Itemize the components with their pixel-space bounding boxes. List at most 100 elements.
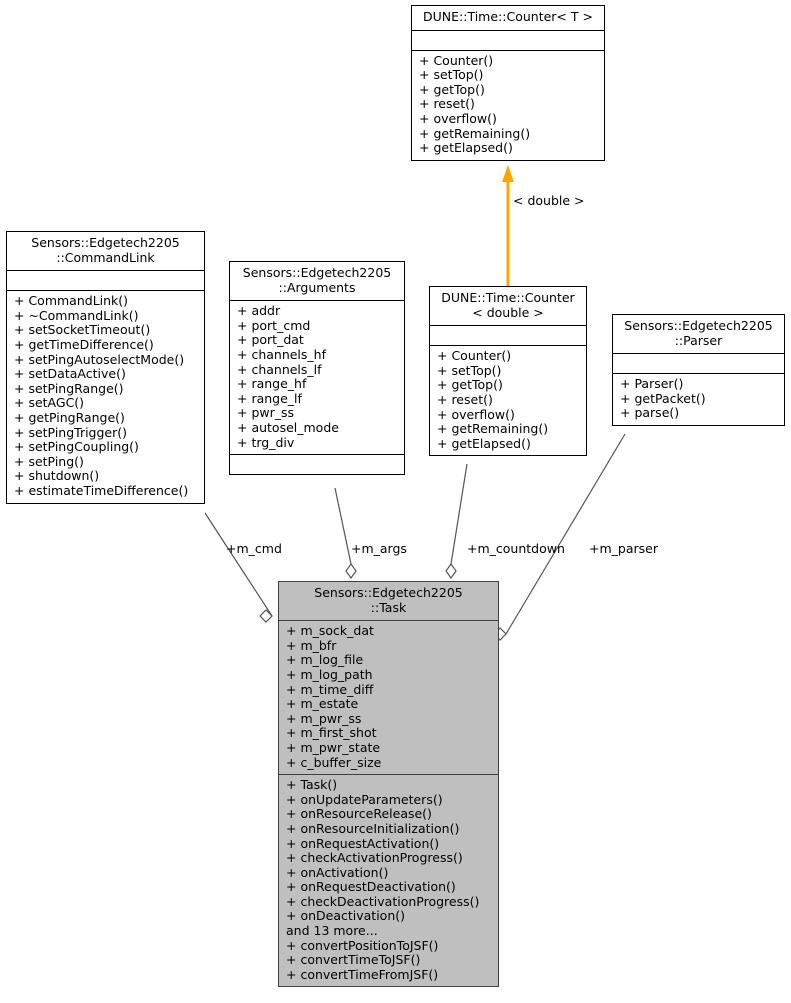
member: + addr — [237, 303, 281, 319]
class-box-task[interactable]: Sensors::Edgetech2205 ::Task + m_sock_da… — [278, 581, 499, 988]
member: + getTimeDifference() — [14, 336, 154, 352]
member: + Parser() — [620, 376, 684, 392]
member: + getElapsed() — [419, 140, 513, 156]
member: + trg_div — [237, 434, 295, 450]
edge-label-m-parser: +m_parser — [589, 541, 658, 556]
member: + checkDeactivationProgress() — [286, 893, 480, 909]
member: + getPingRange() — [14, 409, 125, 425]
member: + setPing() — [14, 453, 84, 469]
member: + range_hf — [237, 376, 307, 392]
edge-label-m-args: +m_args — [351, 541, 407, 556]
member: + m_first_shot — [286, 725, 377, 741]
inheritance-arrowhead — [502, 165, 514, 182]
member: + reset() — [437, 391, 493, 407]
member: + pwr_ss — [237, 405, 295, 421]
member: + getPacket() — [620, 390, 706, 406]
aggregation-diamond-m-cmd — [259, 609, 273, 623]
edge-m-parser — [505, 433, 626, 635]
class-operations-command-link: + CommandLink() + ~CommandLink() + setSo… — [7, 291, 204, 502]
member: + getRemaining() — [419, 125, 531, 141]
edge-m-countdown — [450, 463, 468, 565]
class-box-parser[interactable]: Sensors::Edgetech2205 ::Parser + Parser(… — [612, 314, 785, 426]
member: + m_log_file — [286, 652, 364, 668]
class-attributes-command-link — [7, 271, 204, 292]
member: + setSocketTimeout() — [14, 322, 151, 338]
class-title-counter-double: DUNE::Time::Counter < double > — [430, 287, 586, 327]
class-box-counter-t[interactable]: DUNE::Time::Counter< T > + Counter() + s… — [411, 5, 605, 161]
member: + getRemaining() — [437, 421, 549, 437]
edge-label-m-cmd: +m_cmd — [226, 541, 282, 556]
member: + setTop() — [419, 67, 484, 83]
member: + shutdown() — [14, 468, 100, 484]
member: + m_pwr_ss — [286, 710, 362, 726]
member: + setPingTrigger() — [14, 424, 128, 440]
member: + m_bfr — [286, 637, 337, 653]
member: + channels_hf — [237, 346, 326, 362]
member: + ~CommandLink() — [14, 307, 139, 323]
edge-label-m-countdown: +m_countdown — [467, 541, 565, 556]
class-title-parser: Sensors::Edgetech2205 ::Parser — [613, 315, 784, 355]
member: + overflow() — [419, 110, 497, 126]
member: + onActivation() — [286, 864, 389, 880]
member: + checkActivationProgress() — [286, 850, 463, 866]
member: + onResourceInitialization() — [286, 820, 460, 836]
class-operations-arguments — [230, 455, 404, 474]
member: + onResourceRelease() — [286, 806, 432, 822]
member: + convertTimeFromJSF() — [286, 966, 439, 982]
member: + reset() — [419, 96, 475, 112]
class-box-command-link[interactable]: Sensors::Edgetech2205 ::CommandLink + Co… — [6, 231, 205, 504]
class-box-counter-double[interactable]: DUNE::Time::Counter < double > + Counter… — [429, 286, 587, 457]
edge-m-cmd — [204, 512, 273, 617]
member: + overflow() — [437, 406, 515, 422]
member: + setPingRange() — [14, 380, 124, 396]
member: + m_sock_dat — [286, 623, 374, 639]
member: + convertPositionToJSF() — [286, 937, 439, 953]
member: + Counter() — [419, 52, 494, 68]
member: + range_lf — [237, 390, 302, 406]
member: + onUpdateParameters() — [286, 791, 443, 807]
member: + m_log_path — [286, 666, 373, 682]
member: + m_pwr_state — [286, 739, 381, 755]
member: + setPingCoupling() — [14, 439, 139, 455]
member: + convertTimeToJSF() — [286, 952, 421, 968]
member: + setPingAutoselectMode() — [14, 351, 185, 367]
member: + parse() — [620, 405, 680, 421]
class-operations-counter-t: + Counter() + setTop() + getTop() + rese… — [412, 51, 604, 160]
class-operations-counter-double: + Counter() + setTop() + getTop() + rese… — [430, 346, 586, 455]
member: + CommandLink() — [14, 293, 129, 309]
aggregation-diamond-m-countdown — [445, 562, 457, 580]
class-title-task: Sensors::Edgetech2205 ::Task — [279, 582, 498, 622]
member: + autosel_mode — [237, 419, 339, 435]
member: + onDeactivation() — [286, 908, 405, 924]
member: + getTop() — [419, 81, 485, 97]
class-attributes-parser — [613, 354, 784, 375]
class-title-arguments: Sensors::Edgetech2205 ::Arguments — [230, 262, 404, 302]
class-attributes-counter-t — [412, 31, 604, 51]
member: + channels_lf — [237, 361, 322, 377]
member: + c_buffer_size — [286, 754, 382, 770]
class-operations-parser: + Parser() + getPacket() + parse() — [613, 374, 784, 425]
member: + m_time_diff — [286, 681, 374, 697]
member: + setTop() — [437, 362, 502, 378]
class-attributes-arguments: + addr + port_cmd + port_dat + channels_… — [230, 301, 404, 456]
more-members-note: and 13 more... — [286, 923, 378, 939]
member: + getElapsed() — [437, 435, 531, 451]
class-operations-task: + Task() + onUpdateParameters() + onReso… — [279, 775, 498, 986]
member: + port_dat — [237, 332, 304, 348]
template-binding-label: < double > — [513, 193, 585, 208]
class-title-command-link: Sensors::Edgetech2205 ::CommandLink — [7, 232, 204, 272]
edge-m-args — [334, 487, 352, 565]
aggregation-diamond-m-args — [345, 562, 357, 580]
member: + setDataActive() — [14, 366, 126, 382]
member: + Counter() — [437, 348, 512, 364]
member: + Task() — [286, 777, 338, 793]
member: + port_cmd — [237, 317, 311, 333]
member: + estimateTimeDifference() — [14, 482, 189, 498]
class-attributes-task: + m_sock_dat + m_bfr + m_log_file + m_lo… — [279, 621, 498, 776]
member: + m_estate — [286, 696, 359, 712]
class-attributes-counter-double — [430, 326, 586, 347]
member: + onRequestActivation() — [286, 835, 440, 851]
class-box-arguments[interactable]: Sensors::Edgetech2205 ::Arguments + addr… — [229, 261, 405, 476]
